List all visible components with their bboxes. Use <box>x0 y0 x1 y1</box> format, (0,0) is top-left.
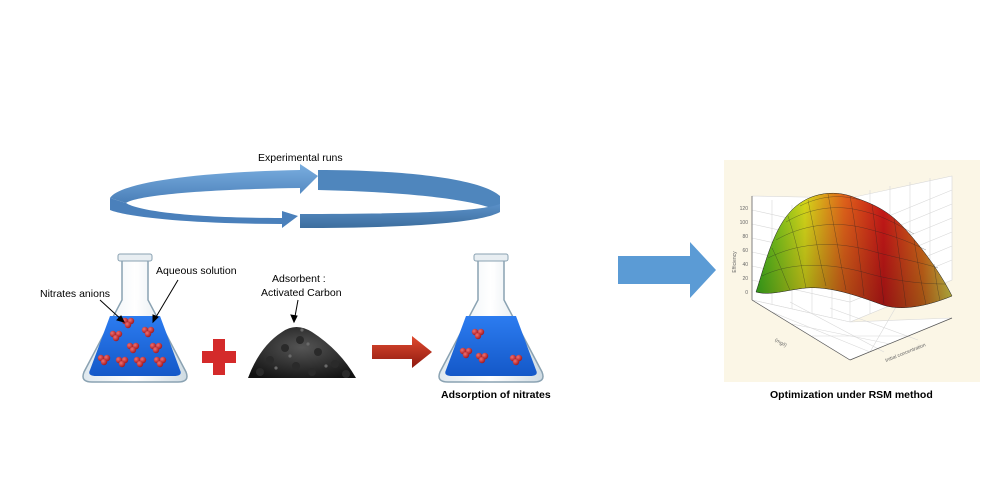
cycle-arrows <box>110 164 500 228</box>
adsorption-caption: Adsorption of nitrates <box>441 389 551 401</box>
nitrate-ions <box>97 317 167 368</box>
cycle-arrow-left <box>110 164 318 203</box>
nitrates-label: Nitrates anions <box>40 288 111 300</box>
process-arrow-blue <box>618 242 716 298</box>
adsorbent-label-line1: Adsorbent : <box>272 273 326 285</box>
z-axis-label: Efficiency <box>732 251 738 273</box>
plot-z-ticks: 120 100 80 60 40 20 0 <box>740 206 749 296</box>
z-tick: 120 <box>740 206 749 212</box>
z-tick: 40 <box>742 262 748 268</box>
z-tick: 60 <box>742 248 748 254</box>
cycle-band-right <box>318 170 500 212</box>
flask-adsorbed <box>438 253 544 383</box>
cycle-label: Experimental runs <box>258 152 343 164</box>
z-tick: 20 <box>742 276 748 282</box>
process-arrow-red <box>372 336 432 368</box>
response-surface-plot <box>724 160 980 382</box>
aqueous-pointer <box>152 279 179 323</box>
adsorbent-label-line2: Activated Carbon <box>261 287 342 299</box>
z-tick: 80 <box>742 234 748 240</box>
plus-icon <box>202 339 236 375</box>
label-pointers <box>99 279 299 324</box>
z-tick: 100 <box>740 220 749 226</box>
y-axis-label: (mg/l) <box>773 337 787 349</box>
aqueous-label: Aqueous solution <box>156 265 237 277</box>
cycle-band-front <box>300 204 500 228</box>
cycle-arrow-right <box>110 198 298 228</box>
z-tick: 0 <box>745 290 748 296</box>
activated-carbon-pile <box>248 327 356 378</box>
optimization-caption: Optimization under RSM method <box>770 389 933 401</box>
